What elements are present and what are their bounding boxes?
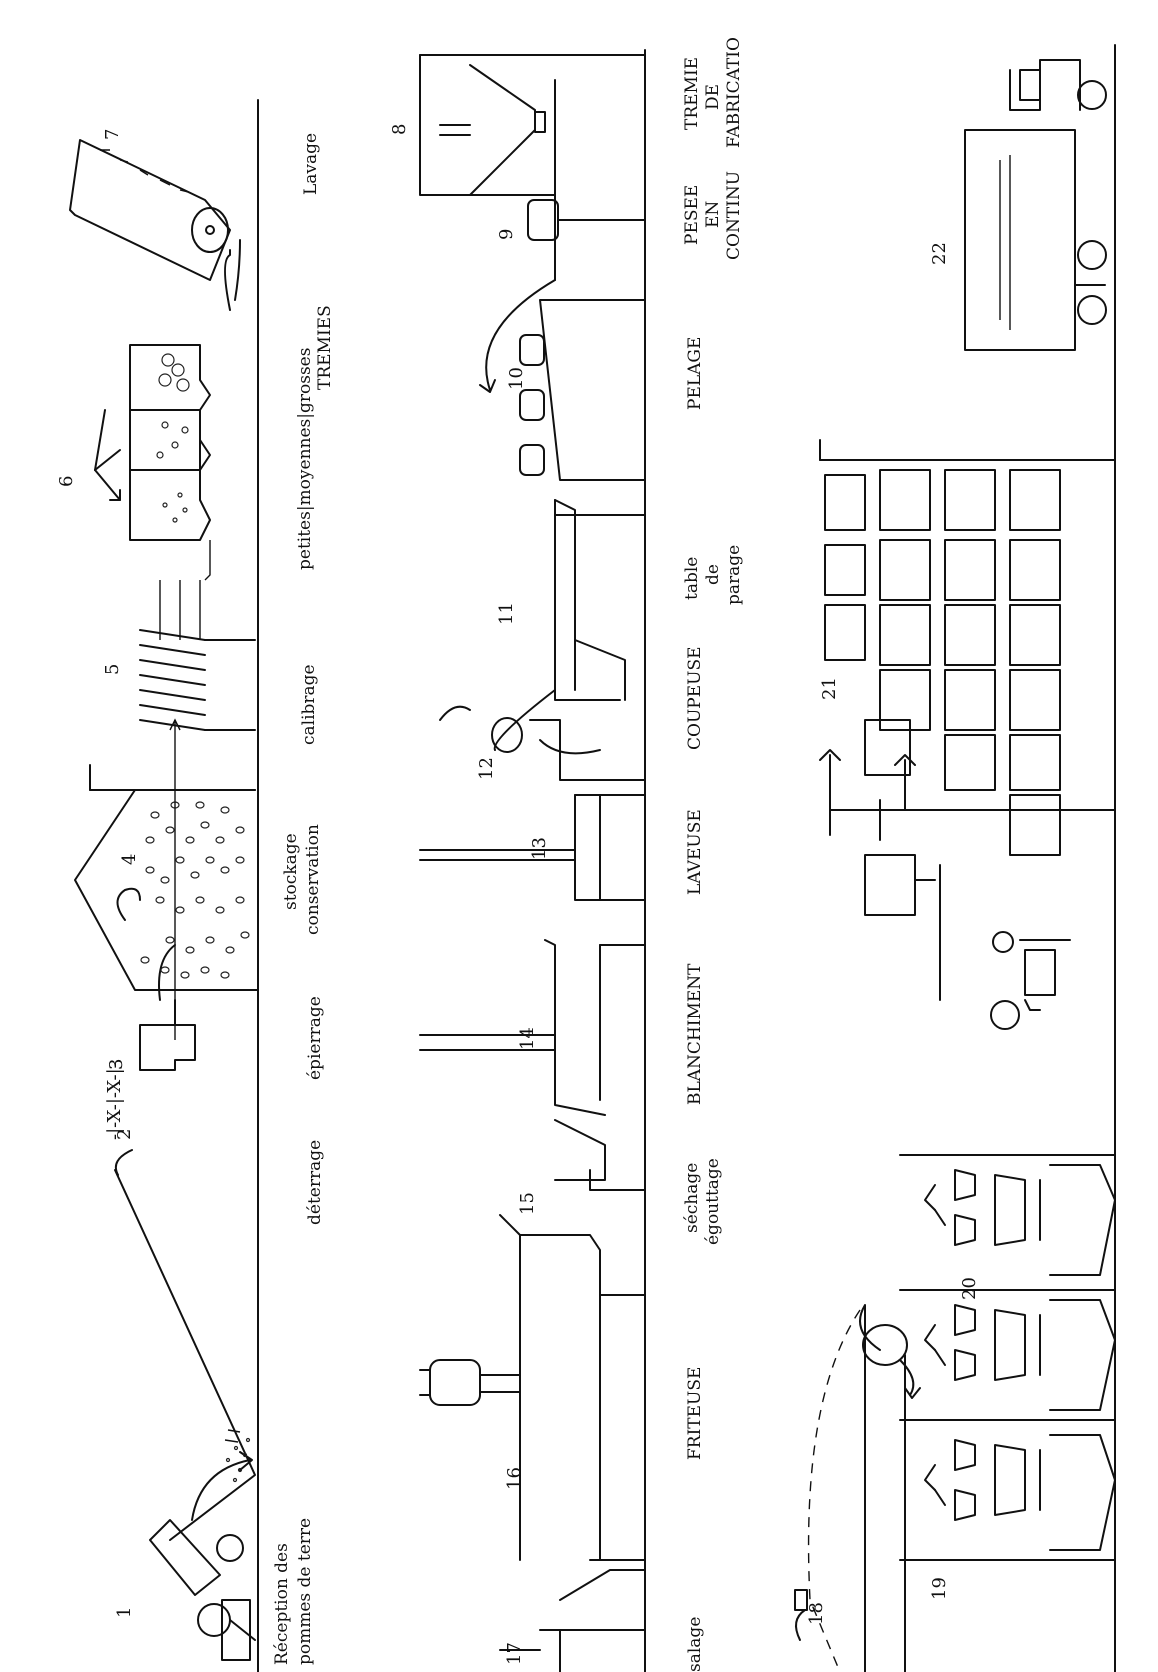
label-number-7: 7 bbox=[102, 129, 123, 140]
label-epierrage: épierrage bbox=[305, 996, 325, 1080]
label-number-13: 13 bbox=[529, 837, 550, 860]
label-deterrage: déterrage bbox=[305, 1140, 325, 1225]
label-number-19: 19 bbox=[929, 1577, 950, 1600]
label-number-16: 16 bbox=[504, 1467, 525, 1490]
label-number-8: 8 bbox=[389, 124, 410, 135]
label-number-22: 22 bbox=[929, 242, 950, 265]
label-number-5: 5 bbox=[102, 664, 123, 675]
label-friteuse: FRITEUSE bbox=[685, 1367, 705, 1460]
label-sechage-line2: égouttage bbox=[703, 1158, 723, 1245]
label-number-17: 17 bbox=[504, 1642, 525, 1665]
label-pesee-line2: EN bbox=[703, 201, 723, 228]
label-tremie-line3: FABRICATIO bbox=[724, 37, 744, 148]
lavage-drum bbox=[69, 139, 241, 311]
forklift bbox=[864, 799, 1071, 1030]
label-number-21: 21 bbox=[819, 677, 840, 700]
label-pesee-line1: PESEE bbox=[682, 185, 702, 245]
label-number-15: 15 bbox=[517, 1192, 538, 1215]
storage-building bbox=[74, 718, 259, 1040]
label-laveuse: LAVEUSE bbox=[685, 809, 705, 895]
bagging-unit-2 bbox=[954, 1299, 1116, 1411]
bottom-row: 18 19 20 21 22 bbox=[794, 44, 1116, 1672]
middle-row: 8 9 10 11 12 13 14 15 16 17 TREMIE DE FA… bbox=[389, 37, 744, 1672]
top-row-labels: Réception des pommes de terre déterrage … bbox=[272, 133, 335, 1665]
label-number-1: 1 bbox=[114, 1607, 135, 1618]
label-number-18: 18 bbox=[806, 1602, 827, 1625]
middle-row-labels: TREMIE DE FABRICATIO PESEE EN CONTINU PE… bbox=[682, 37, 744, 1672]
bottom-row-numbers: 18 19 20 21 22 bbox=[806, 242, 980, 1625]
label-pesee-line3: CONTINU bbox=[724, 171, 744, 260]
label-number-4: 4 bbox=[119, 854, 140, 865]
label-pelage: PELAGE bbox=[685, 337, 705, 410]
label-table-line3: parage bbox=[724, 545, 744, 605]
pelage-machine bbox=[479, 279, 646, 481]
label-calibrage: calibrage bbox=[299, 664, 319, 745]
label-tremies-line2: TREMIES bbox=[315, 305, 335, 390]
top-row: -|-X-|-X-|- bbox=[56, 99, 335, 1672]
laveuse-machine bbox=[419, 794, 646, 901]
label-table-line2: de bbox=[703, 564, 723, 585]
tremies-bins bbox=[94, 344, 211, 541]
label-number-3: 3 bbox=[106, 1059, 127, 1070]
label-table-line1: table bbox=[682, 557, 702, 600]
label-reception-line1: Réception des bbox=[272, 1543, 292, 1665]
reception-hopper bbox=[114, 1169, 256, 1541]
middle-row-numbers: 8 9 10 11 12 13 14 15 16 17 bbox=[389, 124, 550, 1665]
tremie-fabrication bbox=[419, 54, 646, 196]
label-stockage-line1: stockage bbox=[281, 833, 301, 910]
table-de-parage bbox=[493, 499, 646, 751]
deterrage-screen: -|-X-|-X-|- bbox=[104, 1062, 133, 1176]
svg-text:-|-X-|-X-|-: -|-X-|-X-|- bbox=[104, 1062, 125, 1140]
reception-truck bbox=[149, 1451, 256, 1661]
pesee-machine bbox=[527, 79, 646, 281]
sechage-machine bbox=[554, 1119, 646, 1191]
potato-pile bbox=[140, 801, 250, 979]
label-tremie-line2: DE bbox=[703, 84, 723, 110]
label-stockage-line2: conservation bbox=[303, 824, 323, 935]
label-number-14: 14 bbox=[517, 1027, 538, 1050]
label-number-10: 10 bbox=[506, 367, 527, 390]
elevator-conveyor bbox=[807, 1304, 921, 1672]
label-number-20: 20 bbox=[959, 1277, 980, 1300]
label-sechage-line1: séchage bbox=[682, 1163, 702, 1233]
label-tremies-line1: petites|moyennes|grosses bbox=[295, 348, 315, 570]
epierrage-machine bbox=[139, 944, 196, 1071]
tremie-dots bbox=[156, 353, 190, 523]
friteuse-machine bbox=[419, 1214, 646, 1561]
bagging-unit-1 bbox=[954, 1164, 1116, 1276]
label-reception-line2: pommes de terre bbox=[295, 1518, 315, 1665]
top-row-numbers: 1 2 3 4 5 6 7 bbox=[56, 129, 140, 1618]
blanchiment-machine bbox=[419, 939, 646, 1116]
bagging-unit-3 bbox=[954, 1434, 1116, 1551]
hopper-dots bbox=[224, 1429, 251, 1483]
label-salage: salage bbox=[685, 1617, 705, 1672]
salage-machine bbox=[499, 1569, 646, 1672]
label-lavage: Lavage bbox=[301, 133, 321, 195]
label-number-11: 11 bbox=[496, 602, 517, 625]
label-coupeuse: COUPEUSE bbox=[685, 646, 705, 750]
label-number-9: 9 bbox=[496, 229, 517, 240]
packaging-lines bbox=[899, 1154, 1116, 1561]
calibrage-machine bbox=[139, 540, 256, 731]
salt-feed bbox=[794, 1589, 808, 1641]
label-number-6: 6 bbox=[56, 476, 77, 487]
pallet-warehouse bbox=[819, 439, 1116, 856]
delivery-truck-top bbox=[964, 59, 1107, 351]
label-number-12: 12 bbox=[476, 757, 497, 780]
label-number-2: 2 bbox=[114, 1129, 135, 1140]
label-blanchiment: BLANCHIMENT bbox=[685, 963, 705, 1105]
label-tremie-line1: TREMIE bbox=[682, 57, 702, 130]
coupeuse-machine bbox=[439, 705, 646, 781]
